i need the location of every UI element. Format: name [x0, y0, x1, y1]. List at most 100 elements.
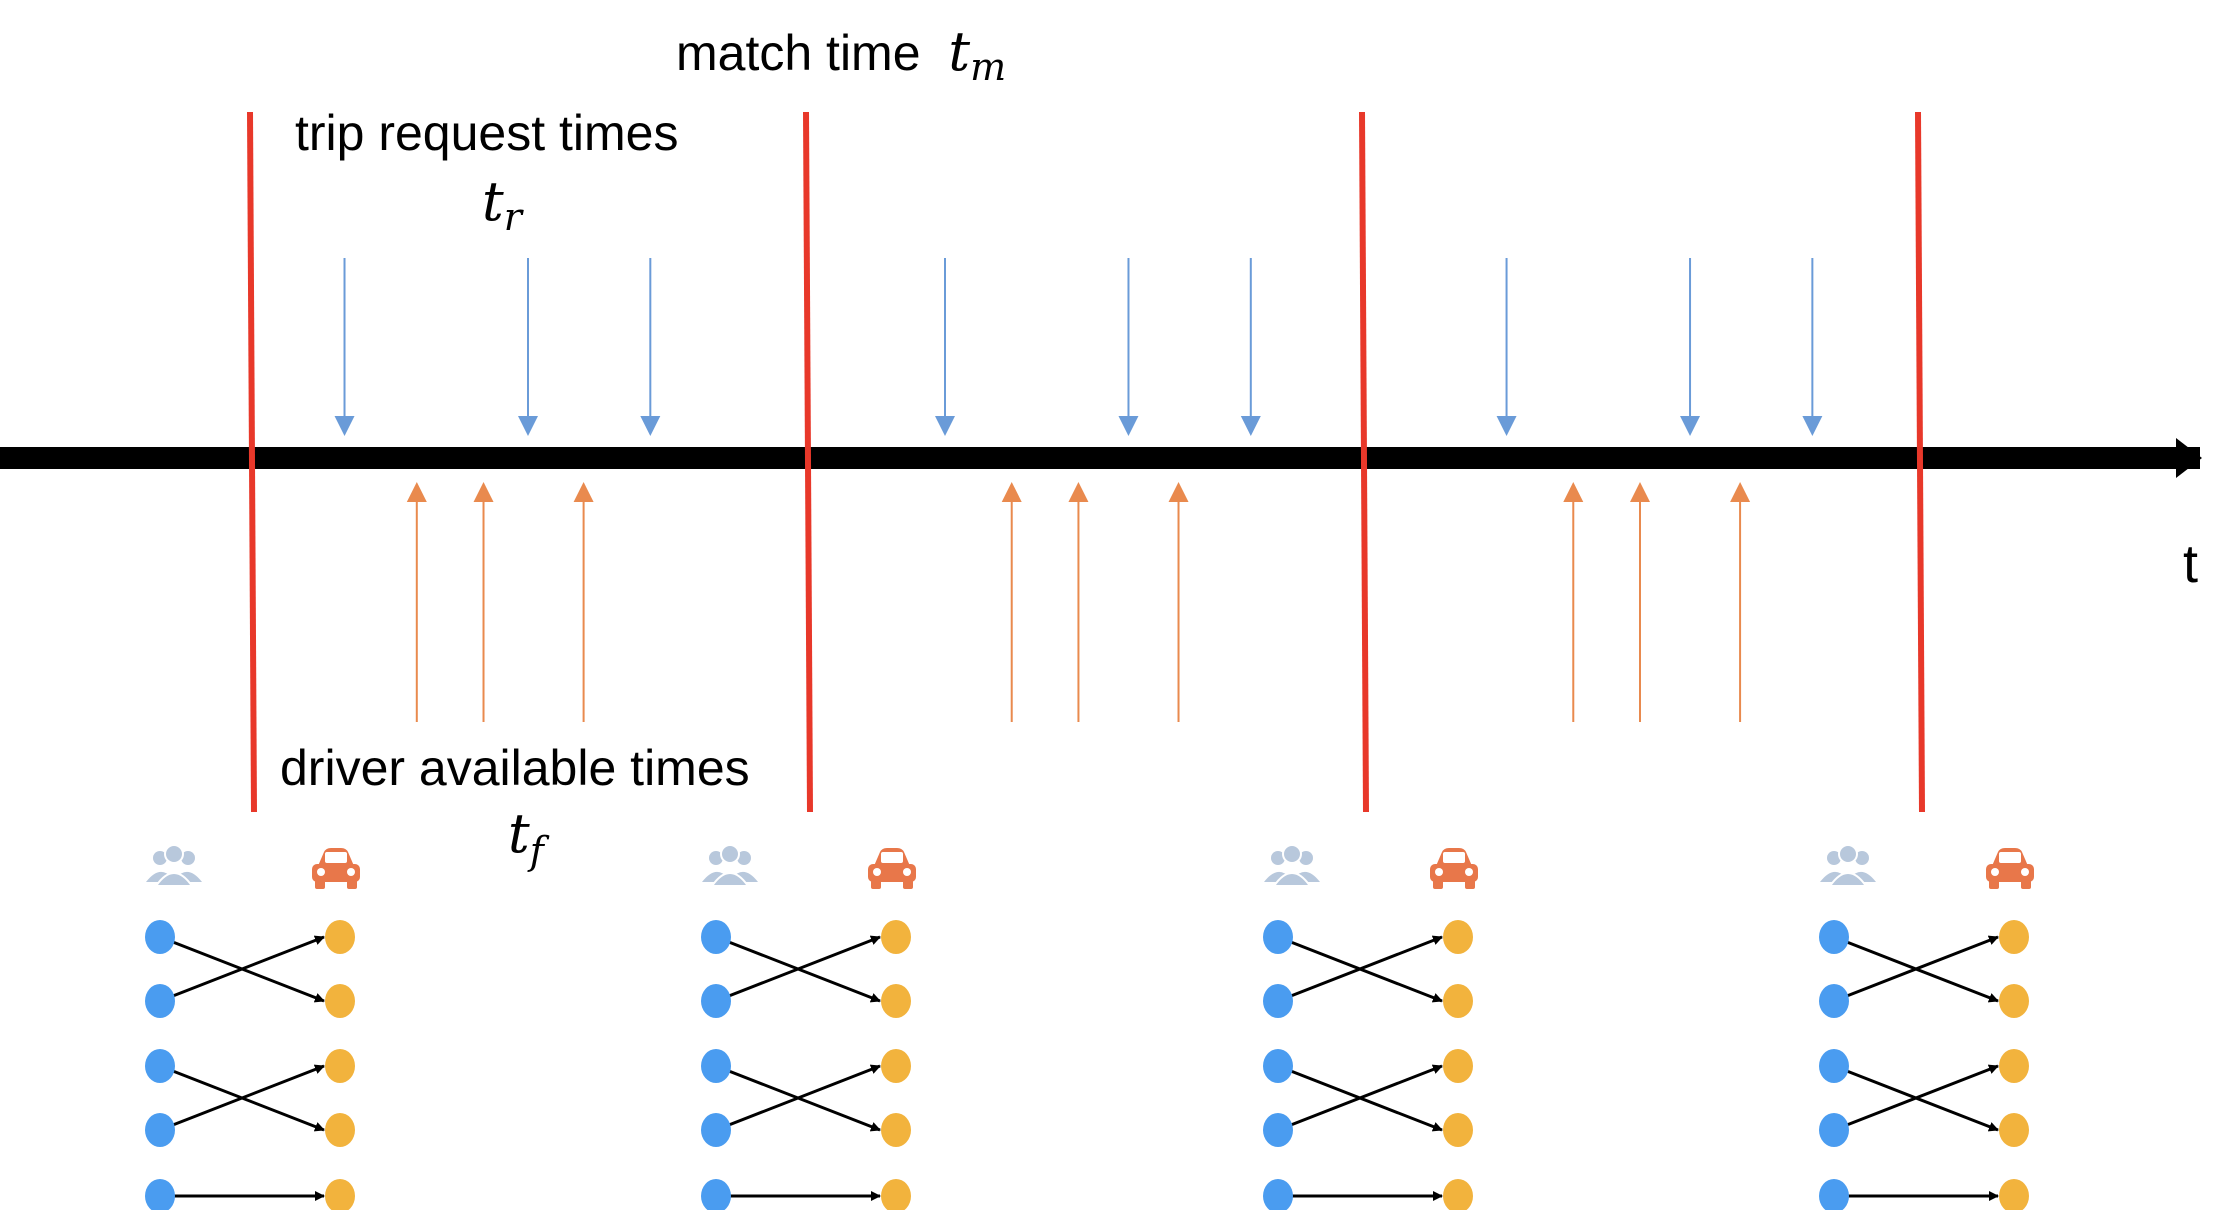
- car-wheel-right: [347, 880, 357, 889]
- car-wheel-left: [1989, 880, 1999, 889]
- user-head-right: [737, 851, 751, 865]
- rider-node: [701, 1113, 731, 1147]
- group-users-icon: [702, 844, 758, 887]
- request-arrow: [1240, 258, 1261, 436]
- match-arrow: [1277, 935, 1443, 1003]
- request-arrow: [1680, 258, 1701, 436]
- rider-node: [145, 1179, 175, 1210]
- driver-node: [325, 1179, 355, 1210]
- car-wheel-left: [871, 880, 881, 889]
- driver-node: [325, 920, 355, 954]
- driver-node: [1443, 1179, 1473, 1210]
- rider-node: [1819, 1113, 1849, 1147]
- car-headlight-left: [317, 868, 325, 876]
- match-arrow: [1833, 935, 1999, 1003]
- driver-node: [1999, 920, 2029, 954]
- driver-arrow-head: [473, 482, 494, 502]
- request-arrow: [334, 258, 355, 436]
- car-window: [1999, 852, 2021, 863]
- group-users-icon: [1264, 844, 1320, 887]
- user-head-center: [1838, 844, 1858, 864]
- driver-node: [325, 1113, 355, 1147]
- car-body: [312, 864, 360, 882]
- user-body-center: [154, 872, 194, 887]
- driver-arrow: [1168, 482, 1189, 722]
- request-arrow: [1118, 258, 1139, 436]
- bipartite-group: [145, 844, 360, 1210]
- user-body-center: [1828, 872, 1868, 887]
- user-head-left: [1271, 851, 1285, 865]
- car-wheel-right: [2021, 880, 2031, 889]
- match-arrow: [715, 935, 881, 1003]
- bipartite-group: [1819, 844, 2034, 1210]
- match-time-line: [1359, 111, 1369, 813]
- user-body-center: [1272, 872, 1312, 887]
- driver-arrow-head: [1068, 482, 1089, 502]
- rider-node: [1819, 984, 1849, 1018]
- driver-node: [881, 1049, 911, 1083]
- request-arrow-head: [518, 416, 538, 436]
- match-arrow: [1277, 1064, 1443, 1132]
- car-headlight-left: [873, 868, 881, 876]
- car-body: [868, 864, 916, 882]
- request-arrow: [640, 258, 661, 436]
- driver-node: [1443, 984, 1473, 1018]
- request-arrow-head: [1118, 416, 1139, 436]
- group-users-icon: [1820, 844, 1876, 887]
- trip-request-label: trip request times: [295, 105, 678, 161]
- driver-arrow: [1001, 482, 1022, 722]
- driver-arrow: [1563, 482, 1584, 722]
- car-headlight-right: [2021, 868, 2029, 876]
- match-time-label: match time tm: [676, 20, 1006, 89]
- user-head-center: [1282, 844, 1302, 864]
- driver-arrow: [473, 482, 494, 722]
- rider-node: [701, 920, 731, 954]
- rider-node: [701, 984, 731, 1018]
- car-headlight-left: [1435, 868, 1443, 876]
- request-arrow-head: [640, 416, 661, 436]
- request-arrow-head: [1240, 416, 1261, 436]
- driver-arrow-head: [1001, 482, 1022, 502]
- rider-node: [145, 1113, 175, 1147]
- user-head-right: [1299, 851, 1313, 865]
- driver-node: [1999, 1113, 2029, 1147]
- driver-node: [881, 920, 911, 954]
- request-arrow: [518, 258, 538, 436]
- driver-arrow-head: [1630, 482, 1650, 502]
- bipartite-group: [701, 844, 916, 1210]
- car-icon: [868, 848, 916, 889]
- car-window: [1443, 852, 1465, 863]
- rider-node: [1263, 920, 1293, 954]
- car-body: [1986, 864, 2034, 882]
- driver-arrow: [573, 482, 594, 722]
- car-icon: [1430, 848, 1478, 889]
- group-users-icon: [146, 844, 202, 887]
- match-arrow: [159, 1064, 325, 1132]
- match-time-line: [803, 111, 813, 813]
- request-arrow: [1802, 258, 1823, 436]
- driver-node: [1999, 984, 2029, 1018]
- driver-node: [1443, 1049, 1473, 1083]
- rider-node: [1819, 1049, 1849, 1083]
- user-head-left: [153, 851, 167, 865]
- driver-available-label: driver available times: [280, 740, 750, 796]
- user-head-left: [709, 851, 723, 865]
- rider-node: [1263, 1049, 1293, 1083]
- car-headlight-right: [903, 868, 911, 876]
- driver-node: [881, 1113, 911, 1147]
- match-time-lines: [247, 111, 1925, 813]
- driver-available-symbol: tf: [508, 802, 550, 873]
- car-headlight-right: [347, 868, 355, 876]
- rider-node: [701, 1049, 731, 1083]
- user-head-right: [181, 851, 195, 865]
- rider-node: [1263, 1179, 1293, 1210]
- match-time-line: [1915, 111, 1925, 813]
- car-wheel-left: [1433, 880, 1443, 889]
- match-arrow: [715, 1064, 881, 1132]
- user-head-center: [720, 844, 740, 864]
- driver-node: [881, 1179, 911, 1210]
- request-arrow-head: [1496, 416, 1517, 436]
- match-time-line: [247, 111, 257, 813]
